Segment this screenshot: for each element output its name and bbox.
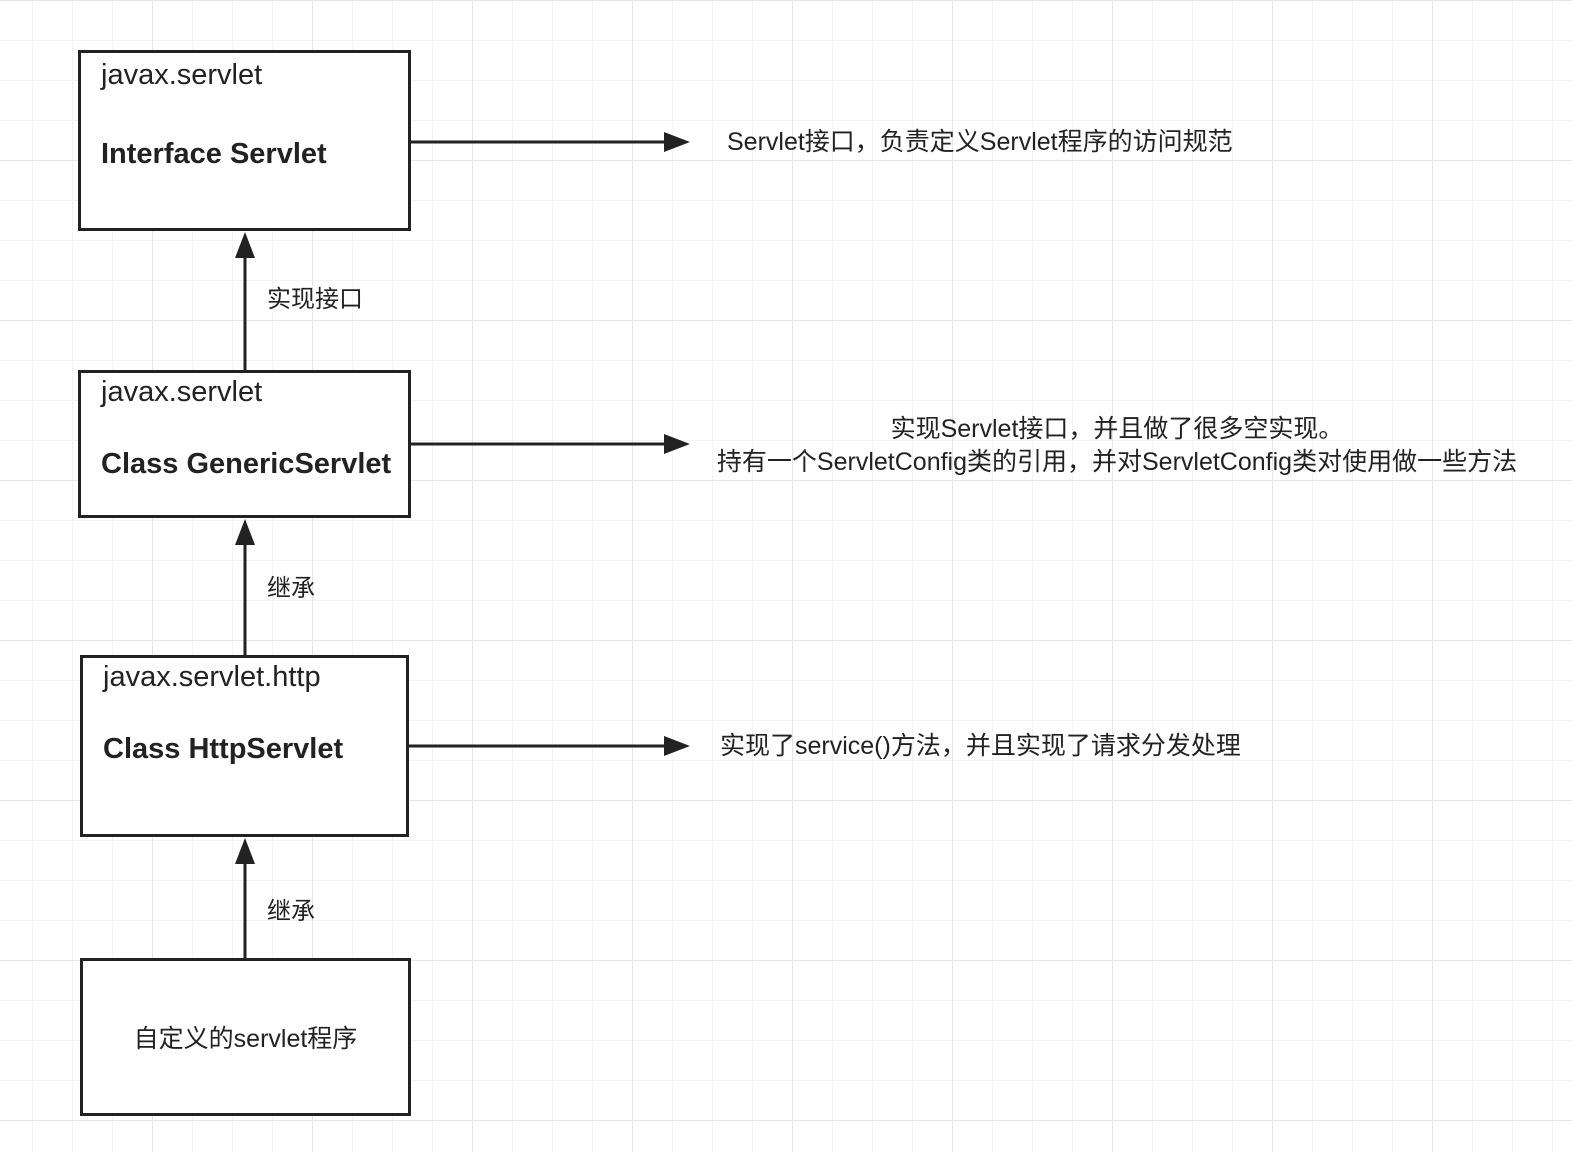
arrowhead-right-icon	[664, 736, 690, 756]
implements-label: 实现接口	[267, 286, 363, 313]
generic-note-line-1: 实现Servlet接口，并且做了很多空实现。	[890, 415, 1344, 443]
servlet-note: Servlet接口，负责定义Servlet程序的访问规范	[727, 128, 1233, 156]
interface-servlet-box: javax.servlet Interface Servlet	[78, 50, 411, 231]
package-label: javax.servlet	[101, 59, 263, 91]
arrowhead-right-icon	[664, 434, 690, 454]
arrow-extends-http	[235, 838, 255, 959]
generic-servlet-note: 实现Servlet接口，并且做了很多空实现。 持有一个ServletConfig…	[692, 413, 1542, 478]
arrowhead-right-icon	[664, 132, 690, 152]
extends-label: 继承	[267, 898, 315, 925]
class-name: Interface Servlet	[101, 138, 327, 170]
custom-servlet-label: 自定义的servlet程序	[133, 1025, 358, 1053]
class-name: Class HttpServlet	[103, 733, 344, 765]
extends-label: 继承	[267, 575, 315, 602]
generic-note-line-2: 持有一个ServletConfig类的引用，并对ServletConfig类对使…	[716, 447, 1518, 476]
arrow-http-note	[409, 736, 690, 756]
class-name: Class GenericServlet	[101, 448, 392, 480]
package-label: javax.servlet.http	[103, 661, 321, 693]
generic-servlet-box: javax.servlet Class GenericServlet	[78, 370, 411, 518]
arrow-extends-generic	[235, 519, 255, 656]
arrow-implements	[235, 232, 255, 370]
arrowhead-up-icon	[235, 232, 255, 258]
http-servlet-note: 实现了service()方法，并且实现了请求分发处理	[720, 732, 1241, 760]
arrowhead-up-icon	[235, 838, 255, 864]
custom-servlet-box: 自定义的servlet程序	[80, 958, 411, 1116]
arrow-generic-note	[411, 434, 690, 454]
arrowhead-up-icon	[235, 519, 255, 545]
arrow-servlet-note	[411, 132, 690, 152]
package-label: javax.servlet	[101, 376, 263, 408]
http-servlet-box: javax.servlet.http Class HttpServlet	[80, 655, 409, 837]
